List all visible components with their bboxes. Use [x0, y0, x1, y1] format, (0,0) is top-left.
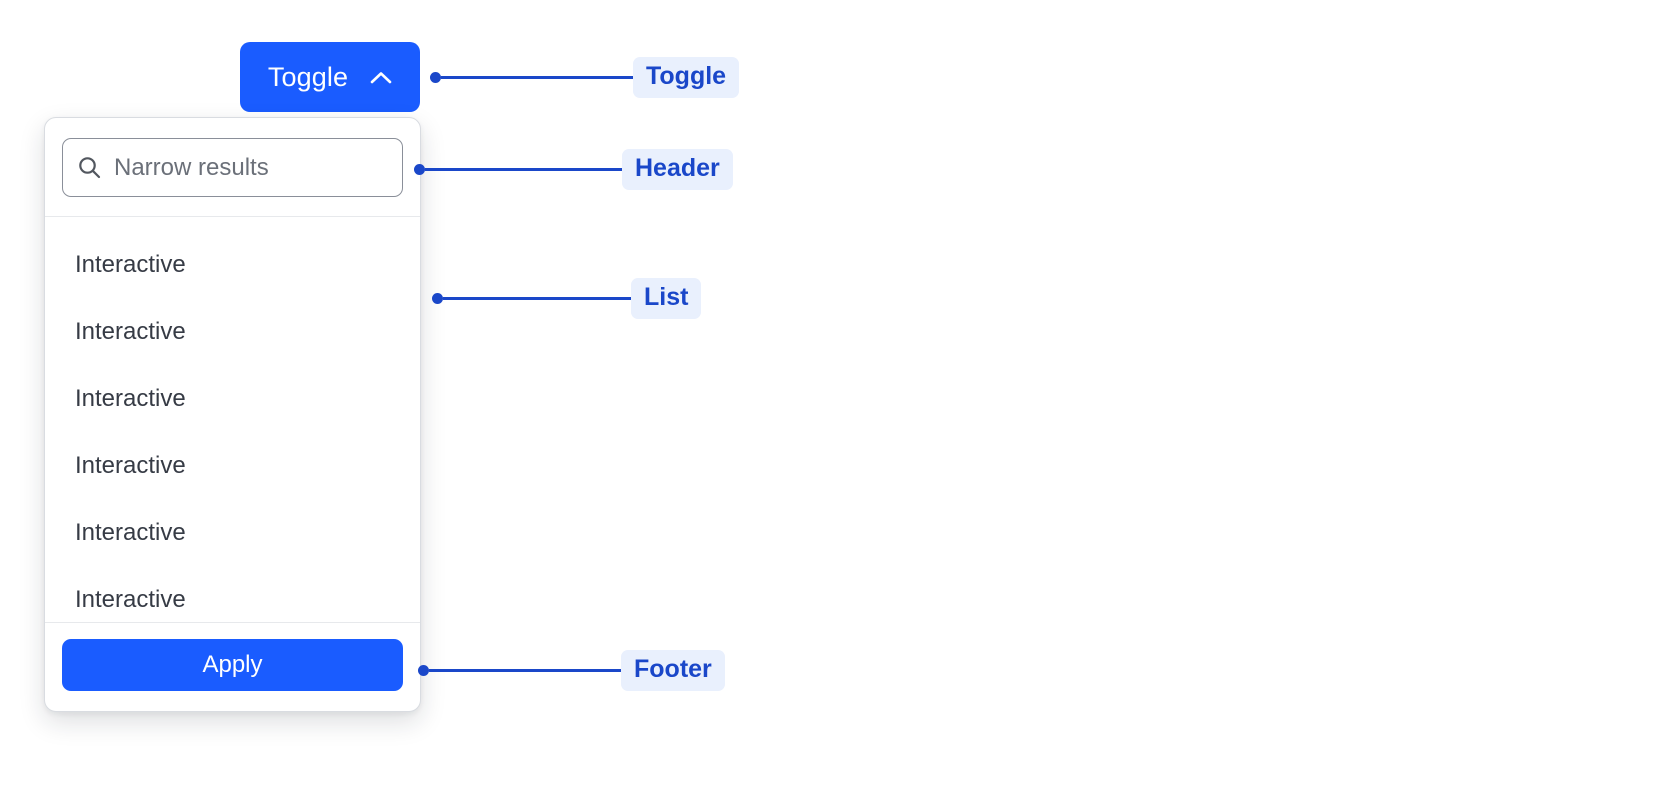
- annotation-dot: [418, 664, 429, 676]
- search-field[interactable]: [62, 138, 420, 197]
- search-icon: [77, 155, 102, 180]
- annotation-label: Toggle: [633, 56, 740, 98]
- annotation-label: Footer: [621, 649, 725, 691]
- annotation-label: List: [631, 277, 702, 319]
- list-item[interactable]: Interactive: [45, 298, 420, 365]
- dropdown-header: [45, 118, 420, 217]
- annotation-label: Header: [622, 148, 733, 190]
- toggle-button[interactable]: Toggle: [240, 42, 420, 112]
- annotation-dot: [430, 71, 441, 83]
- list-item-label: Interactive: [75, 250, 186, 278]
- apply-button[interactable]: Apply: [62, 639, 403, 691]
- dropdown-panel: Interactive Interactive Interactive Inte…: [44, 117, 421, 712]
- list-item[interactable]: Interactive: [45, 499, 420, 566]
- annotation-line: [441, 75, 635, 79]
- list-item-label: Interactive: [75, 585, 186, 613]
- list-item[interactable]: Interactive: [45, 231, 420, 298]
- annotation-line: [425, 167, 624, 171]
- annotation-line: [443, 296, 633, 300]
- dropdown-footer: Apply: [45, 622, 420, 711]
- list-item[interactable]: Interactive: [45, 432, 420, 499]
- annotation-dot: [414, 163, 425, 175]
- chevron-up-icon: [370, 71, 392, 84]
- list-item[interactable]: Interactive: [45, 365, 420, 432]
- list-item[interactable]: Interactive: [45, 566, 420, 622]
- search-input[interactable]: [114, 153, 420, 182]
- annotation-line: [429, 668, 623, 672]
- list-item-label: Interactive: [75, 317, 186, 345]
- list-item-label: Interactive: [75, 451, 186, 479]
- dropdown-list: Interactive Interactive Interactive Inte…: [45, 217, 420, 622]
- list-item-label: Interactive: [75, 518, 186, 546]
- list-item-label: Interactive: [75, 384, 186, 412]
- annotation-dot: [432, 292, 443, 304]
- toggle-button-label: Toggle: [267, 61, 349, 92]
